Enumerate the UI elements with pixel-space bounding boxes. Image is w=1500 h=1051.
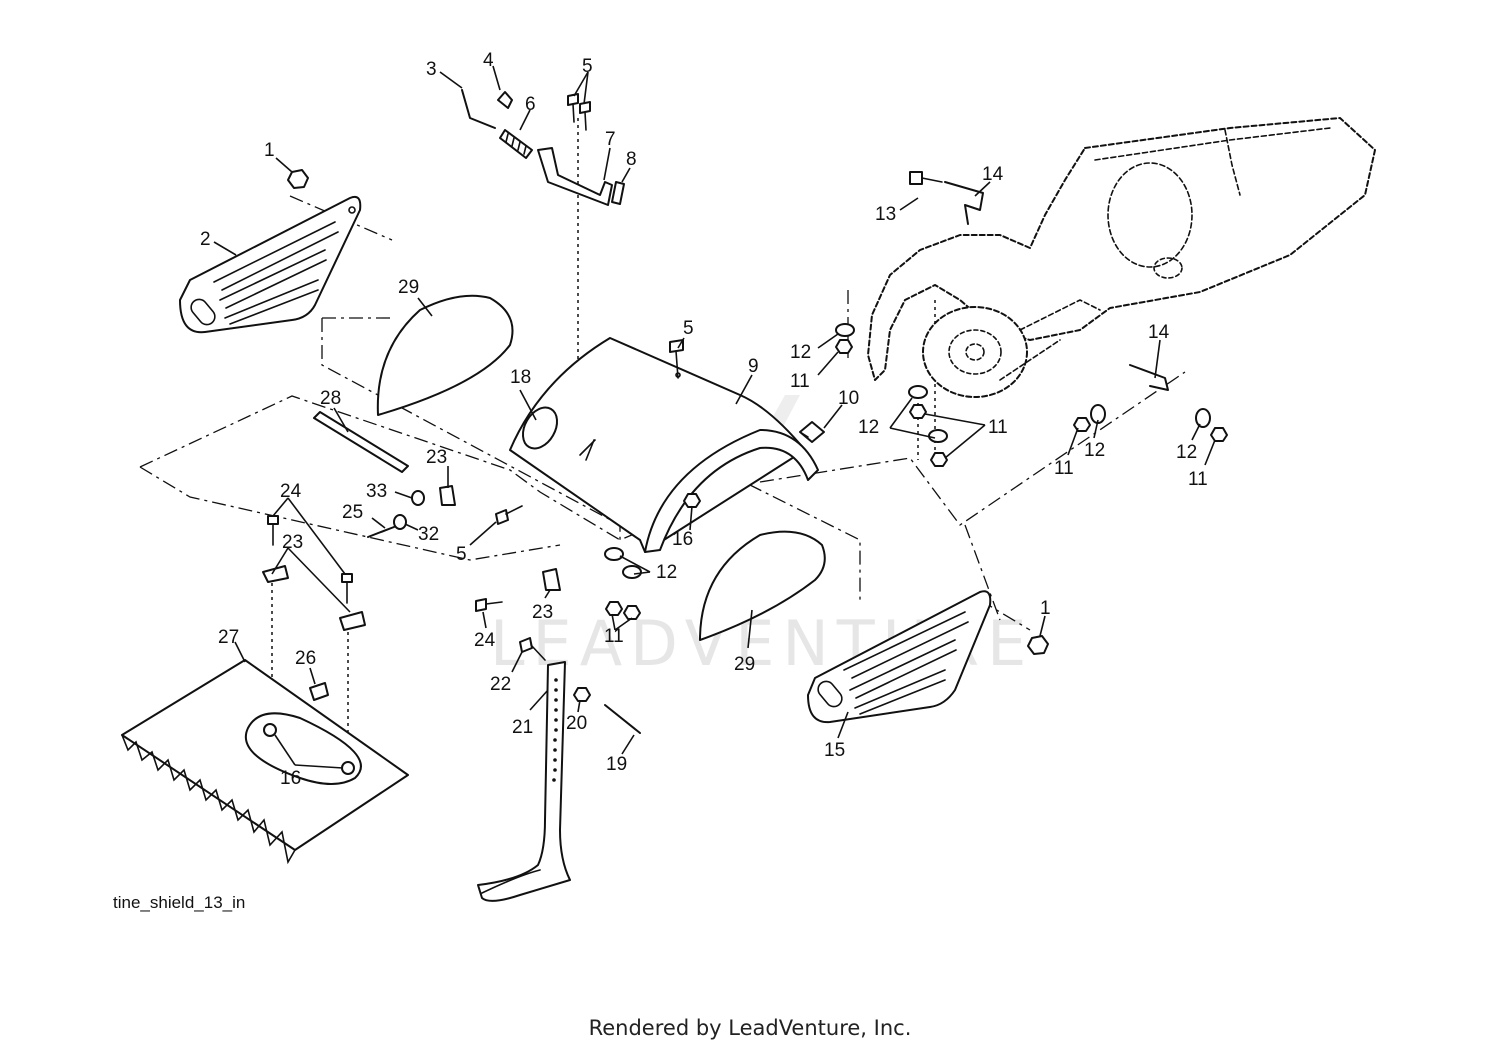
- callout-27: 27: [218, 627, 239, 648]
- tine-flap: [121, 659, 409, 865]
- transmission-housing: [867, 117, 1376, 398]
- callout-23: 23: [426, 447, 447, 468]
- callouts: 1 1 2 3 4 5 5 5 6 7 8 9 10 11 11 11 11 1…: [200, 50, 1208, 789]
- callout-11: 11: [1188, 469, 1208, 490]
- callout-16: 16: [672, 529, 693, 550]
- callout-21: 21: [512, 717, 533, 738]
- callout-1: 1: [264, 140, 275, 161]
- callout-6: 6: [525, 94, 536, 115]
- callout-12: 12: [858, 417, 879, 438]
- callout-10: 10: [838, 388, 859, 409]
- callout-5: 5: [683, 318, 694, 339]
- callout-5: 5: [456, 544, 467, 565]
- callout-20: 20: [566, 713, 587, 734]
- callout-24: 24: [474, 630, 496, 651]
- callout-11: 11: [988, 417, 1008, 438]
- callout-29: 29: [734, 654, 755, 675]
- callout-1: 1: [1040, 598, 1051, 619]
- callout-9: 9: [748, 356, 759, 377]
- diagram-caption: tine_shield_13_in: [113, 893, 245, 912]
- callout-23: 23: [532, 602, 553, 623]
- leader-lines: [213, 65, 1216, 769]
- callout-5: 5: [582, 56, 593, 77]
- callout-16: 16: [280, 768, 301, 789]
- callout-13: 13: [875, 204, 896, 225]
- side-plate-upper: [376, 294, 514, 416]
- callout-7: 7: [605, 129, 616, 150]
- callout-4: 4: [483, 50, 494, 71]
- callout-11: 11: [1054, 458, 1074, 479]
- callout-12: 12: [1084, 440, 1105, 461]
- callout-23: 23: [282, 532, 303, 553]
- callout-15: 15: [824, 740, 845, 761]
- footer-credit: Rendered by LeadVenture, Inc.: [588, 1016, 912, 1040]
- callout-12: 12: [656, 562, 677, 583]
- callout-33: 33: [366, 481, 387, 502]
- callout-8: 8: [626, 149, 637, 170]
- side-plate-lower: [699, 530, 826, 641]
- callout-14: 14: [982, 164, 1004, 185]
- callout-11: 11: [790, 371, 810, 392]
- callout-11: 11: [604, 626, 624, 647]
- callout-28: 28: [320, 388, 341, 409]
- callout-2: 2: [200, 229, 211, 250]
- callout-24: 24: [280, 481, 302, 502]
- callout-12: 12: [790, 342, 811, 363]
- callout-14: 14: [1148, 322, 1170, 343]
- side-shield-right: [807, 590, 992, 724]
- callout-26: 26: [295, 648, 316, 669]
- depth-bar: [477, 661, 571, 902]
- callout-12: 12: [1176, 442, 1197, 463]
- hardware: [262, 89, 1228, 734]
- callout-29: 29: [398, 277, 419, 298]
- main-tine-shield: [509, 337, 819, 553]
- callout-19: 19: [606, 754, 627, 775]
- callout-3: 3: [426, 59, 437, 80]
- callout-18: 18: [510, 367, 531, 388]
- callout-32: 32: [418, 524, 439, 545]
- side-shield-left: [179, 195, 362, 334]
- callout-25: 25: [342, 502, 363, 523]
- callout-22: 22: [490, 674, 511, 695]
